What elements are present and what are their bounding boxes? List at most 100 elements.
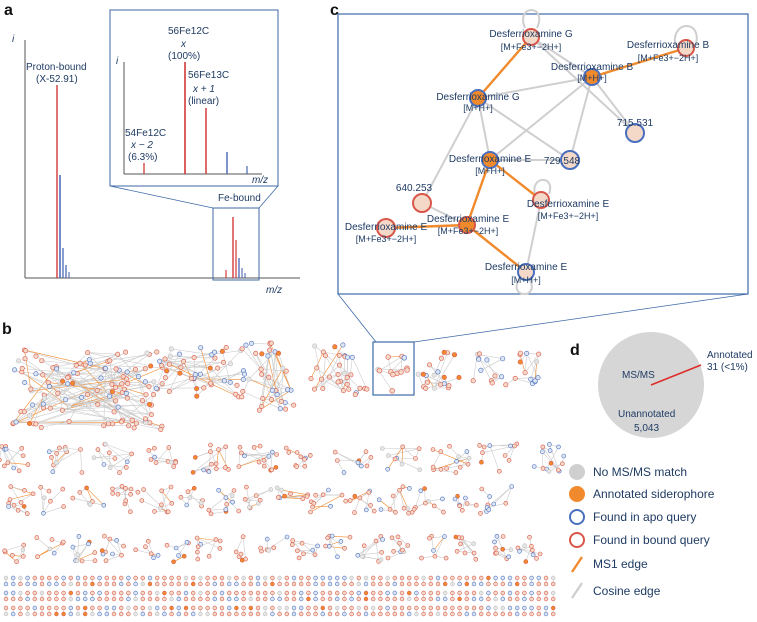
network-node: [2, 548, 7, 554]
network-node: [277, 596, 282, 602]
network-node: [20, 547, 26, 553]
network-edge: [248, 351, 276, 380]
network-node: [390, 371, 396, 378]
node-desferrioxamine-b-apo[interactable]: [583, 68, 601, 86]
network-node: [327, 590, 333, 596]
network-edge: [359, 497, 375, 512]
network-node: [443, 590, 448, 596]
network-node: [33, 353, 39, 359]
node-desferrioxamine-e-apo[interactable]: [481, 151, 499, 169]
network-node: [514, 605, 520, 611]
network-node: [414, 575, 419, 581]
network-node: [147, 611, 153, 617]
network-node: [471, 541, 477, 547]
network-node: [239, 346, 245, 352]
network-node: [291, 590, 297, 596]
network-node: [168, 346, 174, 352]
network-node: [421, 605, 426, 611]
network-node: [270, 605, 275, 611]
network-node: [212, 355, 218, 361]
network-node: [335, 371, 341, 377]
network-node: [181, 358, 187, 364]
node-640[interactable]: [412, 193, 432, 213]
network-node: [260, 395, 266, 401]
network-node: [258, 545, 264, 551]
network-node: [110, 551, 115, 557]
network-node: [241, 596, 246, 602]
network-node: [407, 575, 412, 581]
node-desferrioxamine-e-bound-center[interactable]: [458, 216, 476, 234]
isotope-54-name: 54Fe12C: [125, 128, 166, 139]
network-edge: [50, 488, 64, 502]
network-edge: [255, 353, 281, 409]
network-node: [46, 488, 52, 494]
legend-label: Found in bound query: [593, 533, 710, 547]
network-node: [109, 389, 115, 395]
network-node: [464, 605, 469, 611]
node-desferrioxamine-e-bound-right[interactable]: [532, 191, 550, 209]
node-label: 729.548: [544, 156, 581, 167]
network-node: [110, 486, 115, 492]
network-node: [78, 447, 83, 452]
network-node: [478, 511, 483, 516]
network-node: [462, 550, 468, 556]
network-node: [68, 590, 74, 596]
network-node: [399, 605, 405, 611]
network-node: [164, 542, 170, 548]
network-node: [286, 450, 292, 455]
network-node: [103, 558, 109, 564]
network-node: [443, 605, 448, 611]
network-node: [392, 590, 397, 596]
zoom-connector: [109, 185, 214, 209]
network-node: [68, 611, 74, 617]
network-node: [3, 596, 9, 602]
network-node: [206, 553, 212, 559]
node-desferrioxamine-g-bound[interactable]: [522, 28, 540, 46]
network-edge: [461, 537, 475, 554]
node-desferrioxamine-b-bound[interactable]: [677, 39, 695, 57]
network-node: [157, 358, 163, 364]
network-node: [486, 611, 491, 617]
network-node: [294, 464, 300, 469]
network-edge: [208, 509, 226, 511]
network-node: [283, 445, 289, 451]
network-node: [147, 596, 153, 602]
node-desferrioxamine-g-apo[interactable]: [469, 89, 487, 107]
network-edge: [210, 382, 231, 384]
network-node: [22, 488, 27, 493]
network-node: [25, 581, 30, 587]
network-node: [494, 533, 500, 539]
network-node: [7, 497, 13, 502]
network-node: [221, 378, 227, 384]
network-node: [471, 575, 477, 581]
node-715[interactable]: [625, 123, 645, 143]
network-node: [427, 535, 432, 541]
network-node: [313, 611, 318, 617]
network-node: [208, 449, 213, 455]
network-node: [401, 355, 407, 361]
network-node: [188, 375, 194, 381]
network-node: [205, 605, 210, 611]
node-desferrioxamine-e-apo-bottom[interactable]: [517, 263, 535, 281]
network-node: [159, 362, 165, 368]
network-edge: [77, 536, 80, 555]
network-node: [234, 581, 239, 587]
network-node: [3, 611, 9, 617]
node-desferrioxamine-e-bound-left[interactable]: [376, 218, 396, 238]
network-node: [140, 575, 146, 581]
network-node: [90, 581, 95, 587]
network-node: [507, 596, 513, 602]
network-node: [392, 581, 397, 587]
network-node: [191, 590, 196, 596]
network-edge: [278, 497, 303, 499]
network-node: [123, 485, 128, 491]
node-729[interactable]: [560, 150, 580, 170]
network-node: [178, 494, 184, 500]
network-node: [63, 447, 68, 452]
network-node: [11, 575, 16, 581]
network-node: [270, 575, 275, 581]
network-node: [183, 611, 189, 617]
legend-label: Cosine edge: [593, 584, 661, 598]
network-node: [447, 443, 452, 449]
network-node: [389, 388, 395, 394]
